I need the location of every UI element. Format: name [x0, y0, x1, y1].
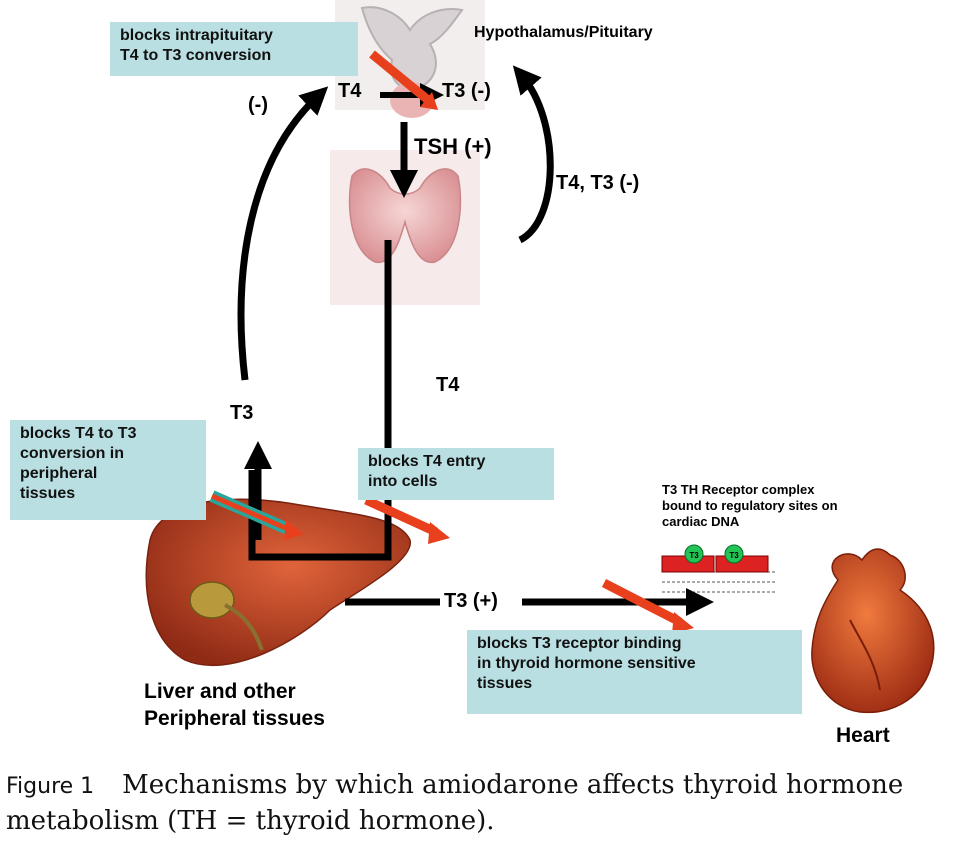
label-minus-left: (-)	[248, 94, 268, 116]
block-arrow-pituitary	[369, 50, 431, 104]
label-t3-plus: T3 (+)	[444, 590, 498, 612]
callout-t4-entry: blocks T4 entry into cells	[358, 448, 554, 500]
hypothalamus-pituitary-image	[335, 0, 485, 118]
label-heart: Heart	[836, 724, 890, 747]
label-t4-top: T4	[338, 80, 362, 102]
t3-chip-label-1: T3	[689, 551, 699, 560]
label-liver: Liver and other Peripheral tissues	[144, 680, 325, 730]
receptor-dna-graphic: T3 T3	[661, 544, 775, 593]
label-receptor-complex: T3 TH Receptor complex bound to regulato…	[662, 482, 838, 529]
heart-image	[811, 548, 935, 714]
figure-number: Figure 1	[6, 774, 95, 799]
label-t3-left: T3	[230, 402, 254, 424]
label-t3-top: T3 (-)	[442, 80, 491, 102]
callout-intrapituitary: blocks intrapituitary T4 to T3 conversio…	[110, 22, 358, 76]
t3-chip-label-2: T3	[729, 551, 739, 560]
callout-peripheral-conversion: blocks T4 to T3 conversion in peripheral…	[10, 420, 206, 520]
block-arrows	[209, 50, 694, 634]
flow-arrows	[237, 65, 714, 616]
label-tsh: TSH (+)	[414, 134, 492, 159]
figure-caption-text: Mechanisms by which amiodarone affects t…	[6, 770, 904, 836]
t3-feedback-arrow-left	[237, 86, 329, 381]
label-t4-t3-feedback: T4, T3 (-)	[556, 172, 640, 194]
label-hypothalamus-pituitary: Hypothalamus/Pituitary	[474, 24, 653, 41]
block-arrow-receptor	[601, 578, 683, 627]
label-t4-mid: T4	[436, 374, 460, 396]
t4-t3-feedback-arrow-right	[512, 65, 554, 244]
callout-receptor-binding: blocks T3 receptor binding in thyroid ho…	[467, 630, 802, 714]
block-arrow-entry	[364, 495, 438, 537]
